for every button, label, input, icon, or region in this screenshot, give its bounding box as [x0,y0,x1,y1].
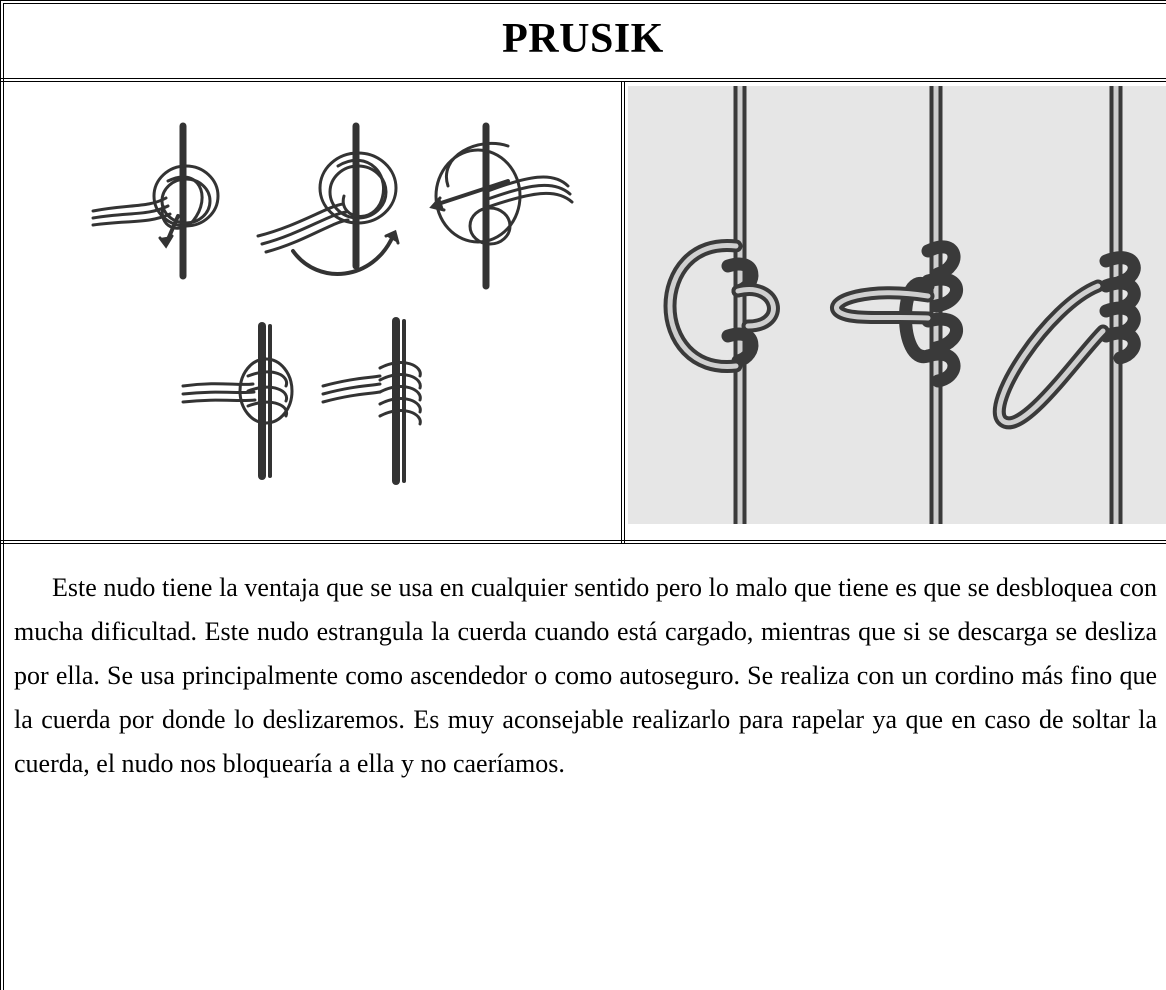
image-row-divider [0,540,1166,544]
step-3-drawing [429,122,574,290]
prusik-steps-illustration [8,86,616,538]
title-divider [0,78,1166,82]
step-2-drawing [256,122,400,276]
description-paragraph: Este nudo tiene la ventaja que se usa en… [14,566,1157,786]
step-5-drawing [321,317,422,485]
page-title: PRUSIK [502,16,664,62]
description-text: Este nudo tiene la ventaja que se usa en… [14,573,1157,778]
step-4-drawing [181,322,294,480]
step-1-drawing [91,122,220,280]
image-column-divider [621,82,625,544]
prusik-stages-illustration [628,86,1166,524]
stage-1-drawing-inner [667,243,776,369]
